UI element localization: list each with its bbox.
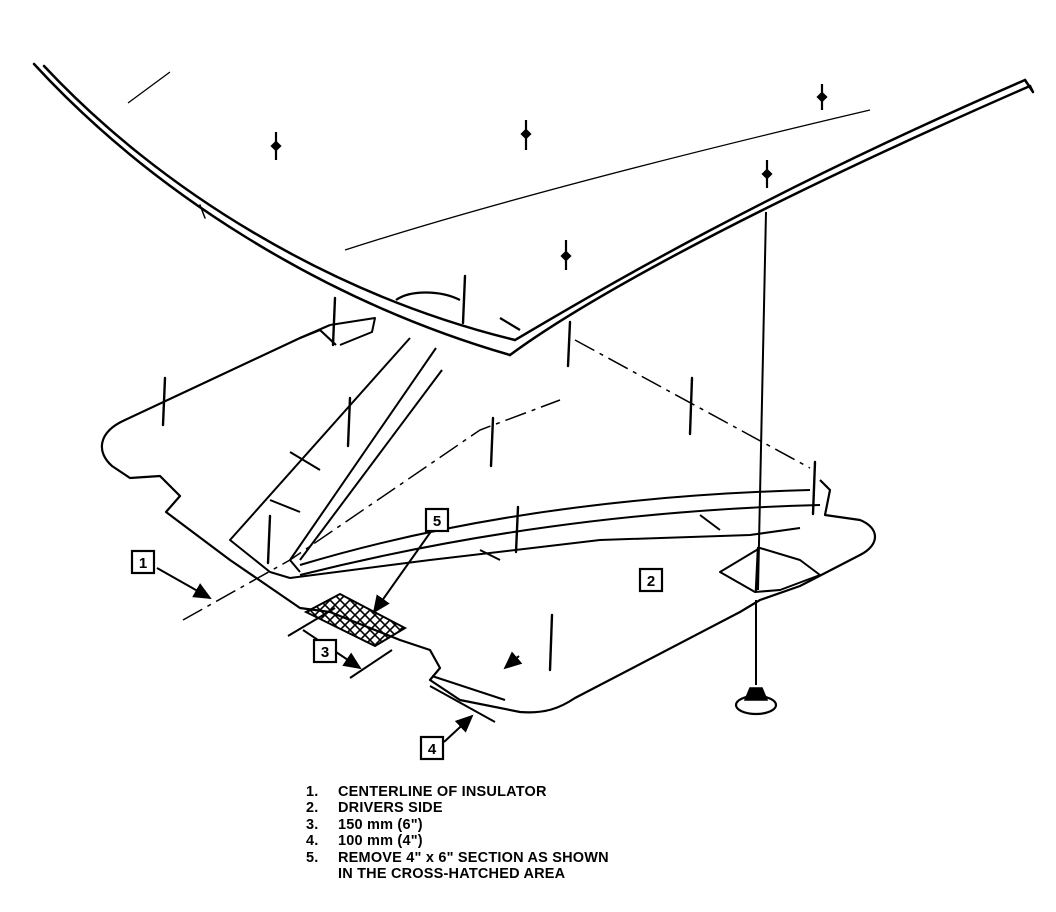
- legend: 1. CENTERLINE OF INSULATOR 2. DRIVERS SI…: [306, 784, 726, 882]
- cross-hatched-area: [303, 592, 408, 648]
- hood-clips: [270, 84, 828, 270]
- callout-5: 5: [424, 507, 450, 533]
- legend-number: 2.: [306, 800, 319, 817]
- svg-text:4: 4: [428, 741, 437, 758]
- legend-item-4: 4. 100 mm (4"): [306, 833, 726, 849]
- legend-number: 3.: [306, 816, 319, 833]
- svg-text:3: 3: [321, 644, 329, 661]
- callout-3: 3: [312, 638, 338, 664]
- legend-item-1: 1. CENTERLINE OF INSULATOR: [306, 784, 726, 800]
- callout-2: 2: [638, 567, 664, 593]
- legend-item-5: 5. REMOVE 4" x 6" SECTION AS SHOWN: [306, 850, 726, 866]
- legend-item-2: 2. DRIVERS SIDE: [306, 800, 726, 816]
- legend-item-5-continuation: IN THE CROSS-HATCHED AREA: [338, 866, 566, 883]
- callout-leaders: [156, 529, 474, 743]
- legend-text: REMOVE 4" x 6" SECTION AS SHOWN: [338, 849, 609, 866]
- legend-item-3: 3. 150 mm (6"): [306, 817, 726, 833]
- svg-text:2: 2: [647, 573, 655, 590]
- hood-inner-frame: [229, 317, 821, 593]
- legend-text: DRIVERS SIDE: [338, 800, 443, 817]
- legend-number: 5.: [306, 849, 319, 866]
- legend-text: CENTERLINE OF INSULATOR: [338, 784, 547, 800]
- hood-panel: [32, 62, 1035, 357]
- svg-text:1: 1: [139, 555, 147, 572]
- fastener: [734, 211, 778, 716]
- hood-highlight-lines: [127, 71, 871, 251]
- insulator-pad: [100, 291, 877, 714]
- legend-number: 1.: [306, 784, 319, 800]
- legend-number: 4.: [306, 833, 319, 850]
- svg-text:5: 5: [433, 513, 441, 530]
- centerline: [182, 339, 811, 621]
- retainer-pins: [161, 274, 817, 672]
- callout-1: 1: [130, 549, 156, 575]
- legend-text: 150 mm (6"): [338, 816, 423, 833]
- legend-text: 100 mm (4"): [338, 833, 423, 850]
- dimension-100mm: [429, 651, 523, 723]
- callout-4: 4: [419, 735, 445, 761]
